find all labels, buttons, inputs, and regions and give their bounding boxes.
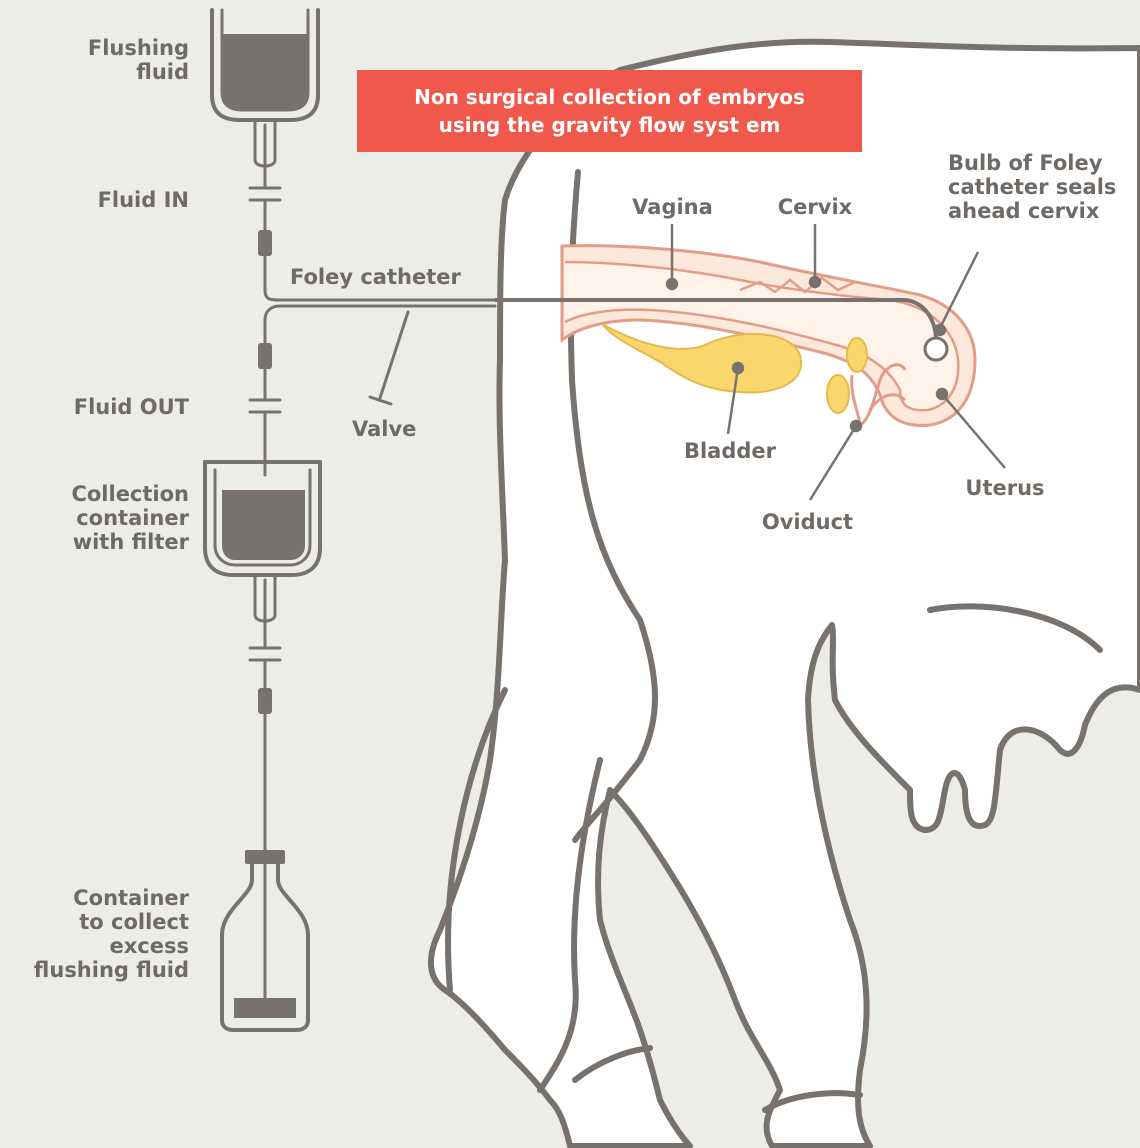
label-vagina: Vagina <box>610 195 735 219</box>
label-fluid-out: Fluid OUT <box>74 395 189 419</box>
label-excess-container: Container to collect excess flushing flu… <box>34 886 189 982</box>
label-bladder: Bladder <box>660 439 800 463</box>
label-cervix: Cervix <box>760 195 870 219</box>
diagram-title: Non surgical collection of embryos using… <box>357 70 862 152</box>
label-collection-container: Collection container with filter <box>71 482 189 554</box>
label-fluid-in: Fluid IN <box>98 188 189 212</box>
ovary-1 <box>847 338 867 372</box>
foley-bulb <box>925 338 947 360</box>
label-bulb: Bulb of Foley catheter seals ahead cervi… <box>948 151 1116 223</box>
label-valve: Valve <box>352 417 416 441</box>
label-flushing-fluid: Flushing fluid <box>88 36 189 84</box>
bottle-cap <box>245 850 285 864</box>
flushing-fluid-level <box>222 34 308 110</box>
excess-fluid-level <box>234 998 296 1018</box>
clamp-1 <box>258 230 272 256</box>
label-foley-catheter: Foley catheter <box>290 265 461 289</box>
label-oviduct: Oviduct <box>745 510 870 534</box>
collection-fluid-level <box>222 490 305 560</box>
clamp-2 <box>258 343 272 369</box>
valve-pointer <box>380 312 408 398</box>
clamp-3 <box>258 688 272 714</box>
label-uterus: Uterus <box>945 476 1065 500</box>
ovary-2 <box>827 375 849 413</box>
